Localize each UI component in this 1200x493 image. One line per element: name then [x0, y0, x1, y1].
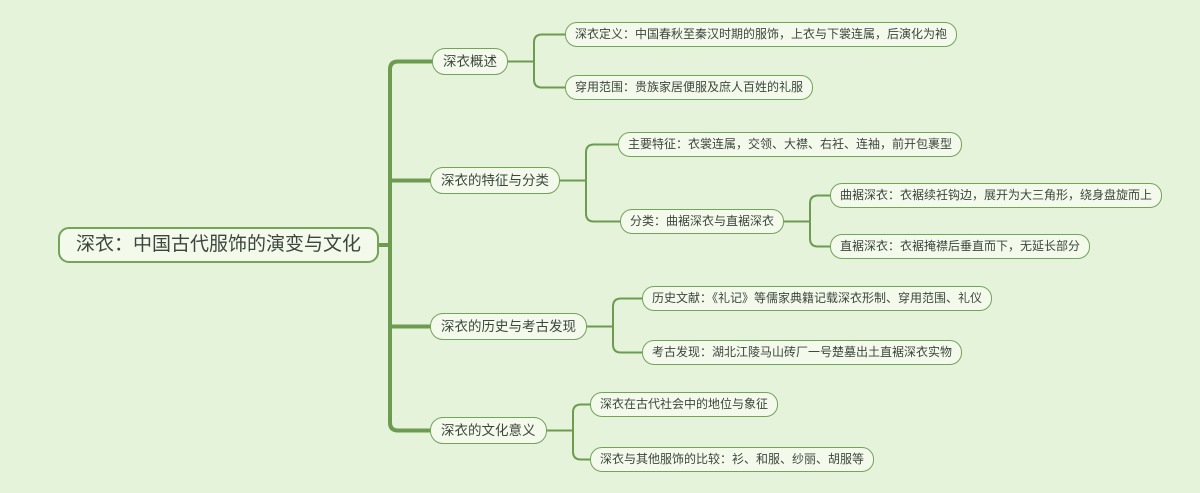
root-node-shenyi[interactable]: 深衣：中国古代服饰的演变与文化 [58, 227, 380, 263]
branch-node-overview[interactable]: 深衣概述 [432, 48, 508, 75]
leaf-node-main-features[interactable]: 主要特征：衣裳连属，交领、大襟、右衽、连袖，前开包裹型 [618, 132, 963, 157]
leaf-node-comparison-other-garments[interactable]: 深衣与其他服饰的比较：衫、和服、纱丽、胡服等 [590, 447, 875, 472]
leaf-node-quju-shenyi[interactable]: 曲裾深衣：衣裾续衽钩边，展开为大三角形，绕身盘旋而上 [830, 183, 1163, 208]
leaf-node-social-status-symbol[interactable]: 深衣在古代社会中的地位与象征 [590, 392, 779, 417]
leaf-node-classification[interactable]: 分类：曲裾深衣与直裾深衣 [620, 209, 785, 234]
leaf-node-definition[interactable]: 深衣定义：中国春秋至秦汉时期的服饰，上衣与下裳连属，后演化为袍 [565, 22, 958, 47]
leaf-node-zhiju-shenyi[interactable]: 直裾深衣：衣裾掩襟后垂直而下，无延长部分 [830, 234, 1091, 259]
branch-node-history-archaeology[interactable]: 深衣的历史与考古发现 [430, 313, 587, 340]
leaf-node-wearing-scope[interactable]: 穿用范围：贵族家居便服及庶人百姓的礼服 [565, 75, 814, 100]
leaf-node-historical-documents[interactable]: 历史文献：《礼记》等儒家典籍记载深衣形制、穿用范围、礼仪 [642, 286, 993, 311]
branch-node-cultural-significance[interactable]: 深衣的文化意义 [430, 417, 547, 444]
leaf-node-archaeological-finds[interactable]: 考古发现：湖北江陵马山砖厂一号楚墓出土直裾深衣实物 [642, 340, 963, 365]
branch-node-features-classification[interactable]: 深衣的特征与分类 [430, 167, 560, 194]
